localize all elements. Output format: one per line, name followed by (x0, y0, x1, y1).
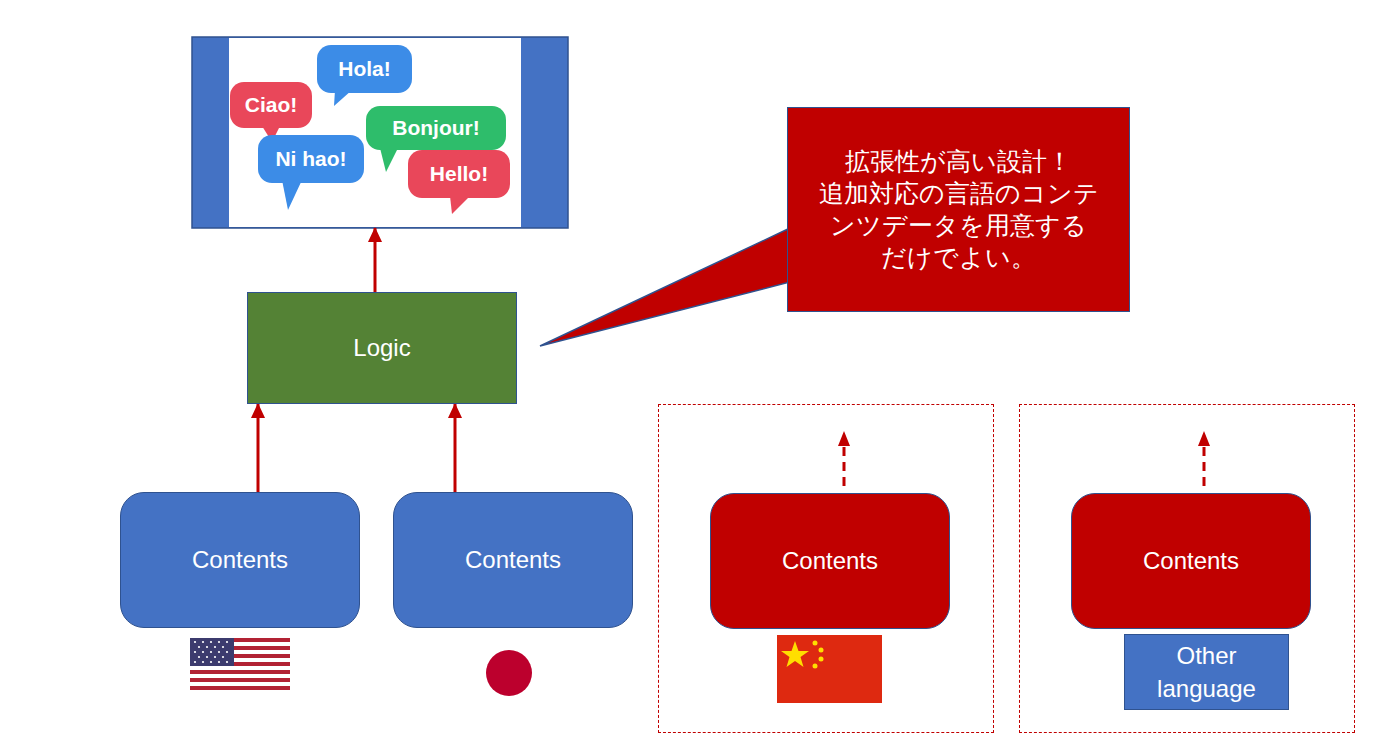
speech-bubble: Hola! (317, 45, 412, 93)
callout-box: 拡張性が高い設計！追加対応の言語のコンテンツデータを用意するだけでよい。 (787, 107, 1130, 312)
arrow-connector (454, 404, 457, 492)
node-text: Contents (782, 547, 878, 575)
node-text: Hola! (338, 57, 391, 81)
speech-bubble: Bonjour! (366, 106, 506, 150)
bubble-tail (282, 180, 302, 210)
node-text: Contents (192, 546, 288, 574)
arrow-head (838, 431, 850, 446)
arrow-connector (257, 404, 260, 492)
dashed-group: ContentsOther language (1019, 404, 1355, 733)
callout-pointer (540, 228, 790, 346)
image-frame-node: Ciao! Hola! Bonjour! Ni hao! Hello! (192, 37, 568, 228)
speech-bubble: Ni hao! (258, 135, 364, 183)
dashed-group: Contents (658, 404, 994, 733)
node-text: 追加対応の言語のコンテンツデータを用意するだけでよい。 (819, 178, 1099, 274)
content-box: Contents (393, 492, 633, 628)
content-box: Contents (1071, 493, 1311, 629)
node-text: Contents (1143, 547, 1239, 575)
dashed-arrow (843, 444, 846, 486)
process-box: Logic (247, 292, 517, 404)
node-text: Other language (1125, 639, 1288, 705)
arrow-head (1198, 431, 1210, 446)
bubble-tail (380, 148, 398, 172)
node-text: Ni hao! (275, 147, 346, 171)
node-text: Bonjour! (392, 116, 479, 140)
japan-flag (447, 636, 560, 706)
image-frame (192, 37, 568, 228)
china-flag (777, 635, 882, 703)
us-flag (190, 638, 290, 690)
arrow-connector (374, 228, 377, 292)
speech-bubble: Hello! (408, 150, 510, 198)
content-box: Contents (120, 492, 360, 628)
node-text: 拡張性が高い設計！ (845, 146, 1072, 178)
node-text: Hello! (430, 162, 488, 186)
node-text: Logic (353, 334, 410, 362)
node-text: Contents (465, 546, 561, 574)
dashed-arrow (1203, 444, 1206, 486)
image-ground (229, 38, 521, 227)
language-label-box: Other language (1124, 634, 1289, 710)
bubble-tail (450, 196, 470, 214)
content-box: Contents (710, 493, 950, 629)
speech-bubble: Ciao! (230, 82, 312, 128)
node-text: Ciao! (245, 93, 298, 117)
